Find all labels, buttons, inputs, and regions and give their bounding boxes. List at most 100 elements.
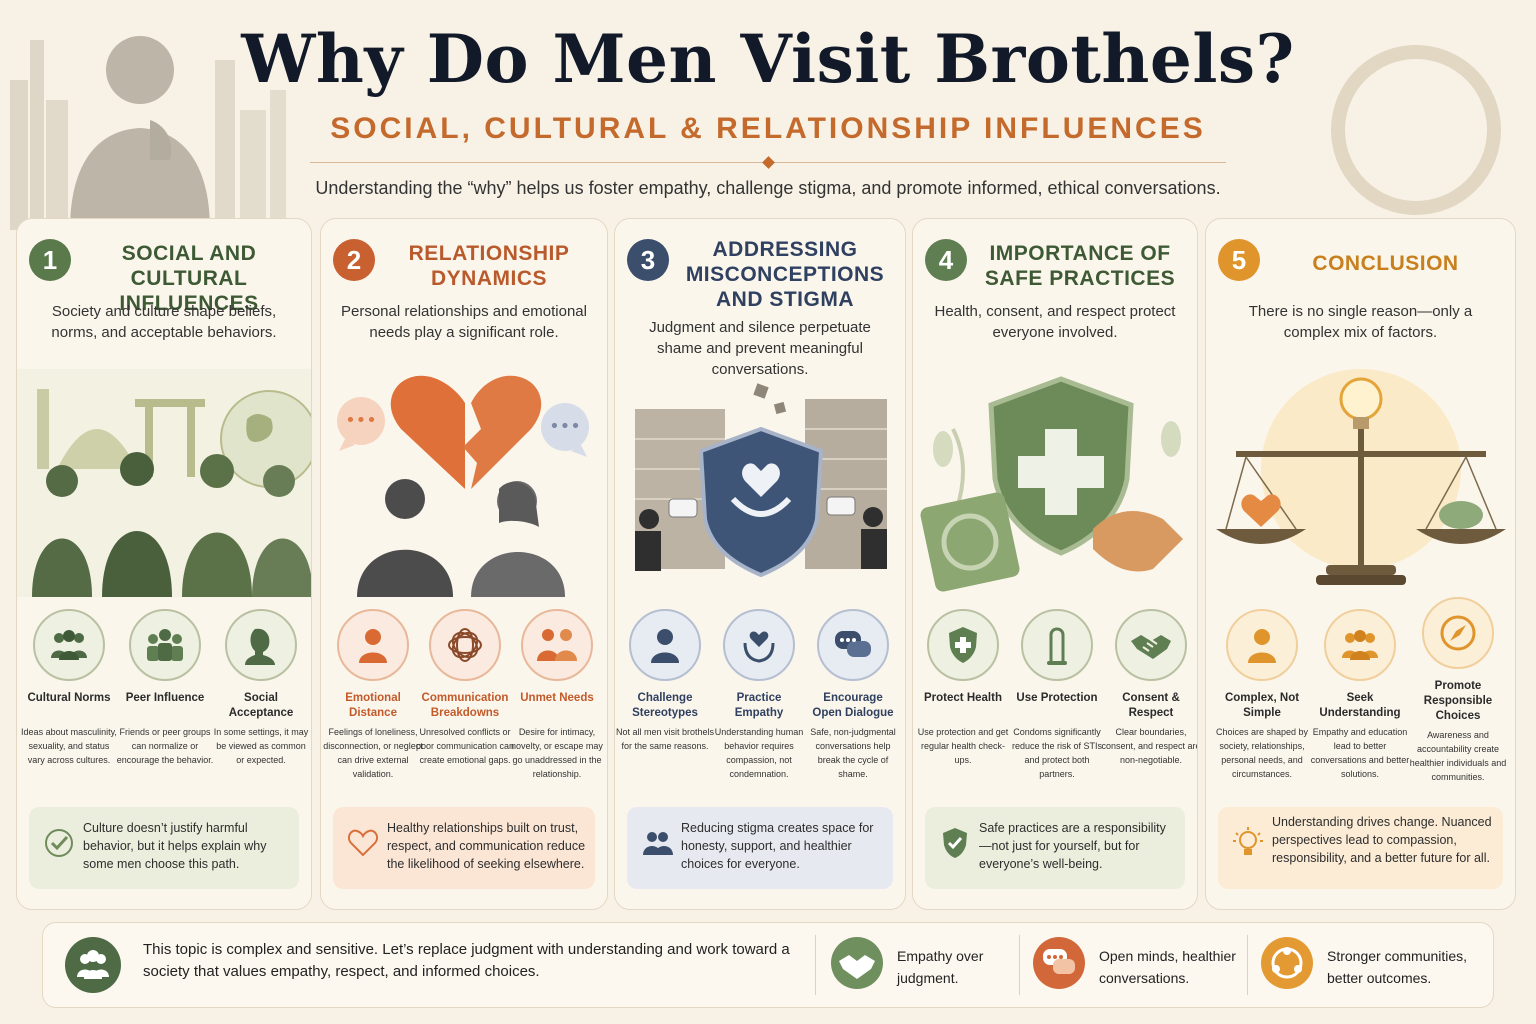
heart-outline-icon xyxy=(347,829,379,857)
column-note: Safe practices are a responsibility—not … xyxy=(925,807,1185,889)
divider-diamond xyxy=(762,156,775,169)
lightbulb-icon xyxy=(1233,827,1263,855)
balance-scale-lightbulb-illustration xyxy=(1216,369,1506,585)
item-text: In some settings, it may be viewed as co… xyxy=(213,727,309,765)
item-title: Seek Understanding xyxy=(1319,692,1401,719)
item-title: Unmet Needs xyxy=(520,692,594,704)
item-unmet-needs: Unmet Needs Desire for intimacy, novelty… xyxy=(511,609,603,781)
item-cultural-norms: Cultural Norms Ideas about masculinity, … xyxy=(21,609,117,767)
item-title: Social Acceptance xyxy=(228,692,294,719)
thinking-man-silhouette xyxy=(10,36,286,230)
item-title: Complex, Not Simple xyxy=(1224,692,1300,719)
item-text: Clear boundaries, consent, and respect a… xyxy=(1101,727,1198,765)
column-safe-practices: 4 IMPORTANCE OF SAFE PRACTICES Health, c… xyxy=(912,218,1198,910)
group-icon xyxy=(51,630,87,660)
item-title: Peer Influence xyxy=(125,692,205,704)
item-text: Understanding human behavior requires co… xyxy=(714,727,804,779)
compass-icon xyxy=(1440,615,1476,651)
column-note: Healthy relationships built on trust, re… xyxy=(333,807,595,889)
item-text: Awareness and accountability create heal… xyxy=(1409,730,1507,782)
svg-text:•••: ••• xyxy=(345,410,377,431)
handshake-icon xyxy=(1131,635,1171,659)
item-challenge-stereotypes: Challenge Stereotypes Not all men visit … xyxy=(616,609,714,753)
person-profile-icon xyxy=(245,628,275,665)
footer-separator xyxy=(1019,935,1020,995)
people-icon xyxy=(643,832,673,855)
broken-wall-shield-illustration xyxy=(635,383,887,578)
item-title: Practice Empathy xyxy=(734,692,784,719)
group-icon xyxy=(1342,630,1378,660)
item-encourage-open-dialogue: Encourage Open Dialogue Safe, non-judgme… xyxy=(809,609,897,781)
footer-item-text: Open minds, healthier conversations. xyxy=(1099,948,1236,986)
item-title: Use Protection xyxy=(1016,692,1098,704)
person-icon xyxy=(1248,629,1276,663)
shield-check-icon xyxy=(943,828,967,858)
column-note: Reducing stigma creates space for honest… xyxy=(627,807,893,889)
column-number: 2 xyxy=(333,239,375,281)
column-conclusion: 5 CONCLUSION There is no single reason—o… xyxy=(1205,218,1516,910)
intro-text: Understanding the “why” helps us foster … xyxy=(315,178,1221,198)
page-subtitle: SOCIAL, CULTURAL & RELATIONSHIP INFLUENC… xyxy=(330,112,1206,145)
column-description: Personal relationships and emotional nee… xyxy=(341,303,587,341)
item-text: Not all men visit brothels for the same … xyxy=(615,727,715,751)
item-text: Safe, non-judgmental conversations help … xyxy=(810,727,896,779)
footer-separator xyxy=(1247,935,1248,995)
note-text: Healthy relationships built on trust, re… xyxy=(387,821,586,871)
item-seek-understanding: Seek Understanding Empathy and education… xyxy=(1311,609,1409,781)
item-title: Protect Health xyxy=(924,692,1002,704)
chat-bubbles-icon xyxy=(1033,937,1085,989)
column-number: 1 xyxy=(29,239,71,281)
item-consent-respect: Consent & Respect Clear boundaries, cons… xyxy=(1101,609,1197,767)
person-icon xyxy=(651,629,679,663)
shield-cross-icon xyxy=(949,627,977,663)
column-title: IMPORTANCE OF SAFE PRACTICES xyxy=(984,242,1176,290)
column-description: Society and culture shape beliefs, norms… xyxy=(51,303,277,341)
item-text: Empathy and education lead to better con… xyxy=(1310,727,1410,779)
column-number: 4 xyxy=(925,239,967,281)
item-complex-not-simple: Complex, Not Simple Choices are shaped b… xyxy=(1216,609,1308,781)
item-text: Choices are shaped by society, relations… xyxy=(1215,727,1309,779)
note-text: Culture doesn’t justify harmful behavior… xyxy=(83,821,267,871)
condom-icon xyxy=(1047,627,1067,665)
column-note: Understanding drives change. Nuanced per… xyxy=(1218,807,1503,889)
footer-main-text: This topic is complex and sensitive. Let… xyxy=(143,941,790,980)
page-title: Why Do Men Visit Brothels? xyxy=(241,20,1295,98)
item-title: Cultural Norms xyxy=(27,692,111,704)
item-text: Friends or peer groups can normalize or … xyxy=(116,727,214,765)
shield-handshake-illustration xyxy=(920,376,1183,592)
column-number: 5 xyxy=(1218,239,1260,281)
column-description: There is no single reason—only a complex… xyxy=(1248,303,1473,341)
footer-bar: This topic is complex and sensitive. Let… xyxy=(42,922,1494,1008)
footer-item-text: Empathy over judgment. xyxy=(897,948,984,986)
people-icon xyxy=(65,937,121,993)
item-peer-influence: Peer Influence Friends or peer groups ca… xyxy=(117,609,213,767)
heart-hands-icon xyxy=(743,631,775,663)
note-text: Reducing stigma creates space for honest… xyxy=(681,821,874,871)
column-social-cultural: 1 SOCIAL AND CULTURAL INFLUENCES Society… xyxy=(16,218,312,910)
svg-text:•••: ••• xyxy=(549,416,581,437)
note-text: Safe practices are a responsibility—not … xyxy=(979,821,1166,871)
item-practice-empathy: Practice Empathy Understanding human beh… xyxy=(715,609,803,781)
footer-item-text: Stronger communities, better outcomes. xyxy=(1327,948,1468,986)
item-title: Encourage Open Dialogue xyxy=(812,692,894,719)
peer-group-icon xyxy=(147,629,183,661)
column-title: RELATIONSHIP DYNAMICS xyxy=(408,242,570,290)
item-use-protection: Use Protection Condoms significantly red… xyxy=(1012,609,1102,781)
item-title: Promote Responsible Choices xyxy=(1423,680,1493,722)
item-text: Desire for intimacy, novelty, or escape … xyxy=(511,727,603,779)
handshake-icon xyxy=(831,937,883,989)
column-title: ADDRESSING MISCONCEPTIONS AND STIGMA xyxy=(685,238,885,311)
item-social-acceptance: Social Acceptance In some settings, it m… xyxy=(214,609,308,767)
item-text: Ideas about masculinity, sexuality, and … xyxy=(21,727,117,765)
column-description: Judgment and silence perpetuate shame an… xyxy=(649,319,871,378)
item-title: Communication Breakdowns xyxy=(421,692,509,719)
item-emotional-distance: Emotional Distance Feelings of lonelines… xyxy=(323,609,423,781)
column-description: Health, consent, and respect protect eve… xyxy=(934,303,1176,341)
item-title: Challenge Stereotypes xyxy=(632,692,698,719)
footer-separator xyxy=(815,935,816,995)
brush-circle-decoration xyxy=(1331,45,1501,215)
column-note: Culture doesn’t justify harmful behavior… xyxy=(29,807,299,889)
chat-bubbles-icon xyxy=(835,631,871,657)
item-text: Feelings of loneliness, disconnection, o… xyxy=(323,727,423,779)
item-title: Consent & Respect xyxy=(1122,692,1180,719)
